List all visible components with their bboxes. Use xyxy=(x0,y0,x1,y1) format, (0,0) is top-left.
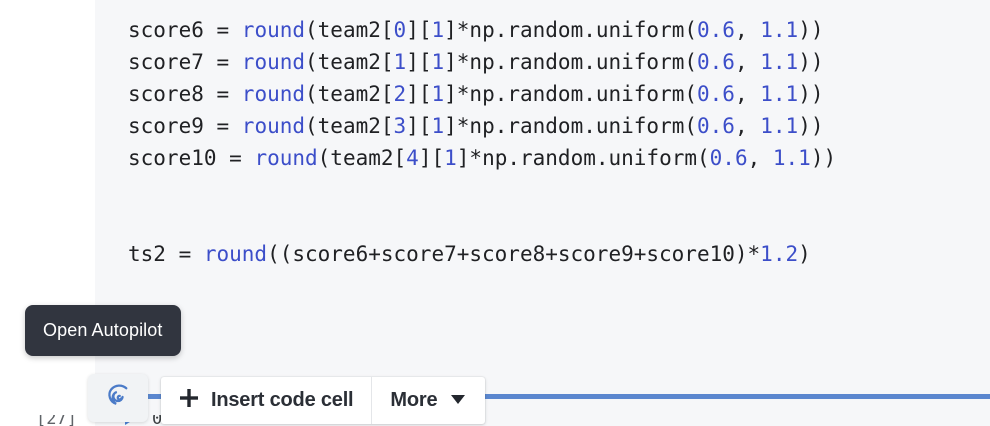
code-line: score9 = round(team2[3][1]*np.random.uni… xyxy=(128,110,836,142)
code-token: round xyxy=(241,82,306,106)
code-token: score9 = xyxy=(128,114,242,138)
code-token: ]*np.random.uniform( xyxy=(456,146,710,170)
code-token: (team2[ xyxy=(305,50,394,74)
code-line xyxy=(128,206,836,238)
code-token: 1.1 xyxy=(760,114,799,138)
code-token: round xyxy=(203,242,268,266)
code-token: round xyxy=(241,114,306,138)
code-token: score6 = xyxy=(128,18,242,42)
code-token: , xyxy=(747,146,773,170)
code-token: round xyxy=(254,146,318,170)
cell-insert-toolbar: Insert code cell More xyxy=(161,377,486,424)
code-token: , xyxy=(734,82,761,106)
code-token: )) xyxy=(798,50,824,74)
code-token: ][ xyxy=(406,82,432,106)
code-token: round xyxy=(241,18,306,42)
code-line: score7 = round(team2[1][1]*np.random.uni… xyxy=(128,46,836,78)
code-token: (team2[ xyxy=(305,18,394,42)
code-line xyxy=(128,174,836,206)
code-token: 1 xyxy=(444,146,457,170)
code-token: (team2[ xyxy=(305,82,394,106)
code-token: 0.6 xyxy=(697,82,735,106)
code-token: ]*np.random.uniform( xyxy=(444,50,698,74)
code-token: 2 xyxy=(393,82,407,106)
tooltip-label: Open Autopilot xyxy=(43,320,163,340)
code-token: 1 xyxy=(431,18,445,42)
code-token: ts2 = xyxy=(128,242,204,266)
next-cell-row: [27] 0 4 xyxy=(0,415,990,426)
code-token: round xyxy=(241,50,306,74)
code-line: score10 = round(team2[4][1]*np.random.un… xyxy=(128,142,836,174)
code-cell-panel[interactable] xyxy=(95,0,990,426)
code-token: score7 = xyxy=(128,50,242,74)
code-token: 0.6 xyxy=(697,50,735,74)
code-token: 1.2 xyxy=(760,242,799,266)
plus-icon xyxy=(178,387,200,414)
code-token: ][ xyxy=(406,114,432,138)
code-token: 0 xyxy=(393,18,407,42)
code-token: )) xyxy=(798,18,824,42)
code-token: )) xyxy=(798,82,824,106)
chevron-down-icon xyxy=(450,392,466,410)
code-token: 1.1 xyxy=(772,146,811,170)
code-token: ]*np.random.uniform( xyxy=(444,82,698,106)
more-button[interactable]: More xyxy=(372,377,485,424)
code-token: 0.6 xyxy=(697,18,735,42)
code-token: , xyxy=(734,18,761,42)
code-line: score6 = round(team2[0][1]*np.random.uni… xyxy=(128,14,836,46)
code-token: )) xyxy=(810,146,837,170)
insert-cell-divider-line[interactable] xyxy=(130,394,990,399)
code-token: 1.1 xyxy=(760,18,799,42)
code-token: 0.6 xyxy=(709,146,748,170)
insert-code-cell-button[interactable]: Insert code cell xyxy=(161,377,373,424)
code-token: ][ xyxy=(406,18,432,42)
code-token: 1 xyxy=(431,82,445,106)
cell-execution-count-label: [27] xyxy=(36,415,77,426)
code-token: , xyxy=(734,50,761,74)
code-line: ts2 = round((score6+score7+score8+score9… xyxy=(128,238,836,270)
code-token: score10 = xyxy=(128,146,255,170)
more-label: More xyxy=(390,389,438,411)
code-token: 1.1 xyxy=(760,50,799,74)
code-token: 0.6 xyxy=(697,114,735,138)
code-token: 4 xyxy=(406,146,419,170)
code-editor-content[interactable]: score6 = round(team2[0][1]*np.random.uni… xyxy=(128,14,836,270)
code-token: )) xyxy=(798,114,824,138)
spiral-autopilot-icon xyxy=(104,381,133,415)
code-token: 1 xyxy=(431,50,445,74)
code-token: ) xyxy=(798,242,811,266)
code-token: 1 xyxy=(393,50,407,74)
autopilot-tooltip: Open Autopilot xyxy=(25,305,181,356)
code-token: (team2[ xyxy=(305,114,394,138)
code-token: 1.1 xyxy=(760,82,799,106)
code-token: ]*np.random.uniform( xyxy=(444,114,698,138)
code-token: ((score6+score7+score8+score9+score10)* xyxy=(267,242,761,266)
code-token: , xyxy=(734,114,761,138)
code-token: ]*np.random.uniform( xyxy=(444,18,698,42)
open-autopilot-button[interactable] xyxy=(88,374,148,422)
code-line: score8 = round(team2[2][1]*np.random.uni… xyxy=(128,78,836,110)
code-token: ][ xyxy=(406,50,432,74)
insert-code-cell-label: Insert code cell xyxy=(211,389,354,411)
code-token: 1 xyxy=(431,114,445,138)
code-token: score8 = xyxy=(128,82,242,106)
code-token: ][ xyxy=(418,146,445,170)
code-token: 3 xyxy=(393,114,407,138)
code-token: (team2[ xyxy=(317,146,407,170)
